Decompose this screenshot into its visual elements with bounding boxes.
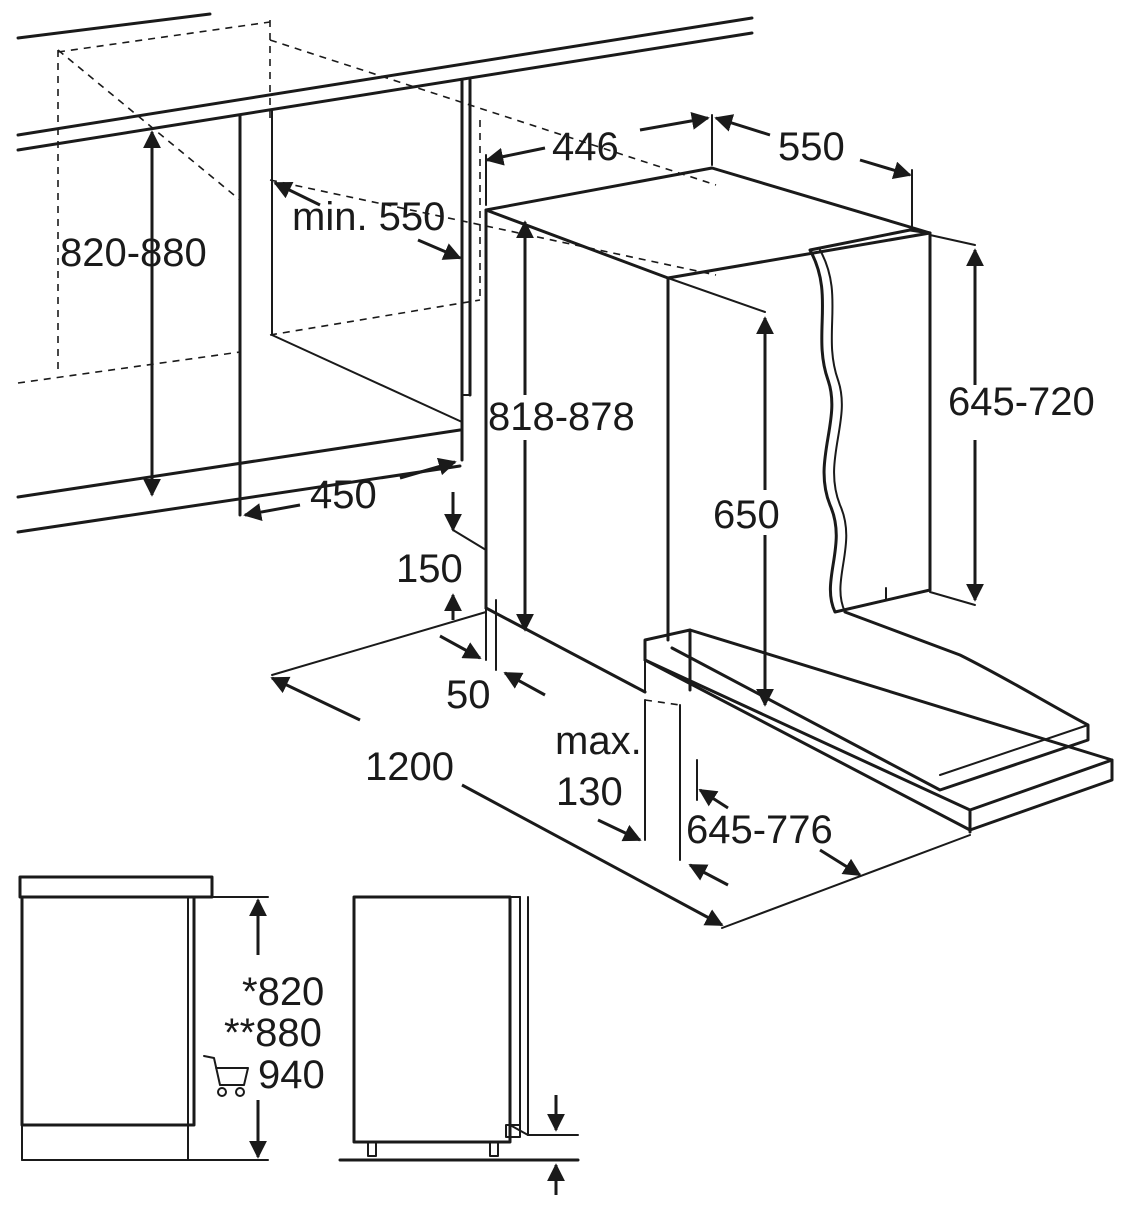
label-door-height: 645-720	[948, 380, 1095, 424]
dimension-arrows	[143, 111, 984, 929]
door-panel	[808, 228, 932, 614]
shopping-cart-icon	[203, 1055, 249, 1097]
label-plinth-gap: 50	[446, 673, 491, 717]
open-door	[643, 610, 1114, 834]
cabinet-dashed-outline	[17, 20, 717, 384]
label-opening-depth: min. 550	[292, 195, 445, 239]
label-appliance-width: 446	[552, 125, 619, 169]
label-height-880: **880	[224, 1011, 322, 1055]
label-max-value: 130	[556, 770, 623, 814]
label-max: max.	[555, 719, 642, 763]
side-view-right	[338, 895, 580, 1195]
label-cabinet-height: 820-880	[60, 231, 207, 275]
label-opening-width: 450	[310, 473, 377, 517]
opening	[238, 78, 472, 517]
label-door-range: 645-776	[686, 808, 833, 852]
label-plinth-height: 150	[396, 547, 463, 591]
side-view-left	[18, 875, 269, 1161]
label-total-clearance: 1200	[365, 745, 454, 789]
label-appliance-height: 818-878	[488, 395, 635, 439]
label-height-940: 940	[258, 1053, 325, 1097]
label-door-open: 650	[713, 493, 780, 537]
label-height-820: *820	[242, 970, 324, 1014]
label-appliance-depth: 550	[778, 125, 845, 169]
